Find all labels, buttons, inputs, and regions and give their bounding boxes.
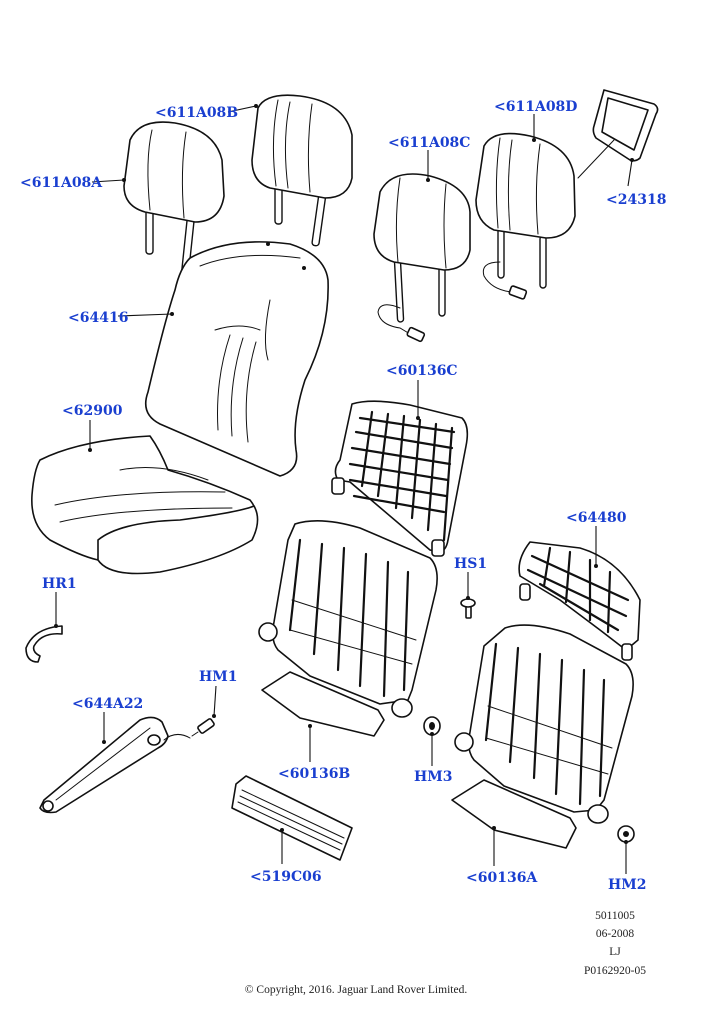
trim-strip-519C06 (231, 775, 353, 861)
footer-line-3: LJ (609, 946, 621, 958)
callout-644A22[interactable]: <644A22 (72, 696, 143, 712)
callout-HS1[interactable]: HS1 (454, 556, 487, 572)
seat-cushion-cover-62900 (31, 435, 259, 575)
callout-24318[interactable]: <24318 (606, 192, 666, 208)
footer-line-2: 06-2008 (596, 928, 635, 940)
callout-611A08A[interactable]: <611A08A (20, 175, 103, 191)
callout-611A08B[interactable]: <611A08B (155, 105, 238, 121)
callout-60136B[interactable]: <60136B (278, 766, 350, 782)
callout-HM3[interactable]: HM3 (414, 769, 452, 785)
callout-HM2[interactable]: HM2 (608, 877, 646, 893)
callout-62900[interactable]: <62900 (62, 403, 123, 419)
headrest-611A08C (373, 173, 471, 343)
footer-line-1: 5011005 (595, 910, 635, 922)
headrest-611A08B (251, 94, 353, 247)
back-frame-60136C (331, 400, 469, 557)
seat-back-cover-64416 (144, 241, 329, 477)
trim-panel-64480 (518, 541, 641, 661)
callout-60136C[interactable]: <60136C (386, 363, 458, 379)
copyright-text: © Copyright, 2016. Jaguar Land Rover Lim… (245, 984, 468, 996)
callout-60136A[interactable]: <60136A (466, 870, 538, 886)
footer-line-4: P0162920-05 (584, 965, 646, 977)
callout-64416[interactable]: <64416 (68, 310, 128, 326)
screen-24318 (577, 89, 659, 179)
callout-64480[interactable]: <64480 (566, 510, 627, 526)
callout-HR1[interactable]: HR1 (42, 576, 77, 592)
cushion-frame-60136B (258, 520, 438, 737)
callout-HM1[interactable]: HM1 (199, 669, 237, 685)
cushion-frame-60136A (451, 624, 634, 849)
callout-611A08D[interactable]: <611A08D (494, 99, 577, 115)
fastener-HM2 (617, 825, 635, 843)
ring-HR1 (25, 625, 63, 663)
screw-HS1 (460, 598, 476, 619)
callout-519C06[interactable]: <519C06 (250, 869, 322, 885)
callout-611A08C[interactable]: <611A08C (388, 135, 470, 151)
lever-644A22 (39, 716, 191, 814)
fastener-HM1 (191, 718, 215, 737)
leader-lines (54, 104, 634, 874)
headrest-611A08D (475, 132, 576, 300)
